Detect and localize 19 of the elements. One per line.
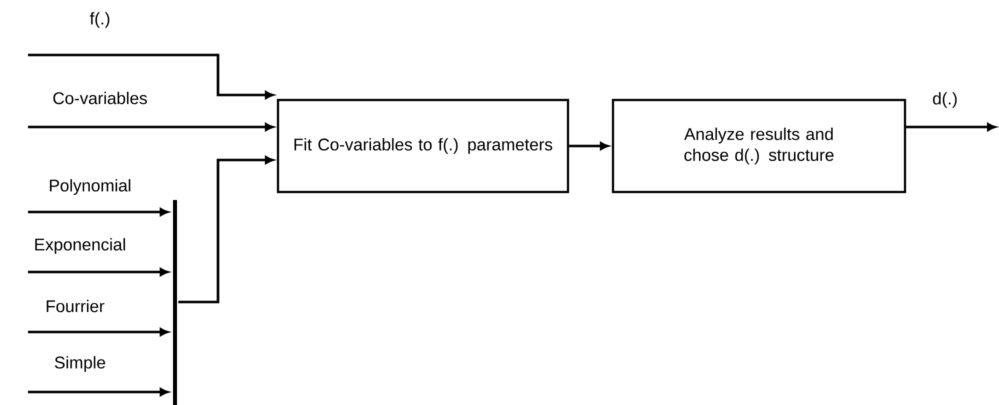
arrow [28,208,168,216]
arrow [28,54,274,99]
edge-label: Simple [54,356,106,372]
arrow [28,388,168,396]
arrow [28,328,168,336]
arrow [28,268,168,276]
arrow [906,123,996,131]
process-box: Fit Co-variables to f(.) parameters [276,98,570,194]
edge-label: Polynomial [50,179,130,195]
process-box: Analyze results and chose d(.) structure [612,98,906,194]
edge-label: f(.) [90,12,110,28]
bus-bar [173,200,177,405]
edge-label: Fourrier [46,300,104,312]
arrow [178,156,274,304]
edge-label: d(.) [933,92,957,108]
arrow [569,142,609,150]
arrow [28,123,274,131]
edge-label: Exponencial [35,238,125,254]
edge-label: Co-variables [53,92,147,104]
